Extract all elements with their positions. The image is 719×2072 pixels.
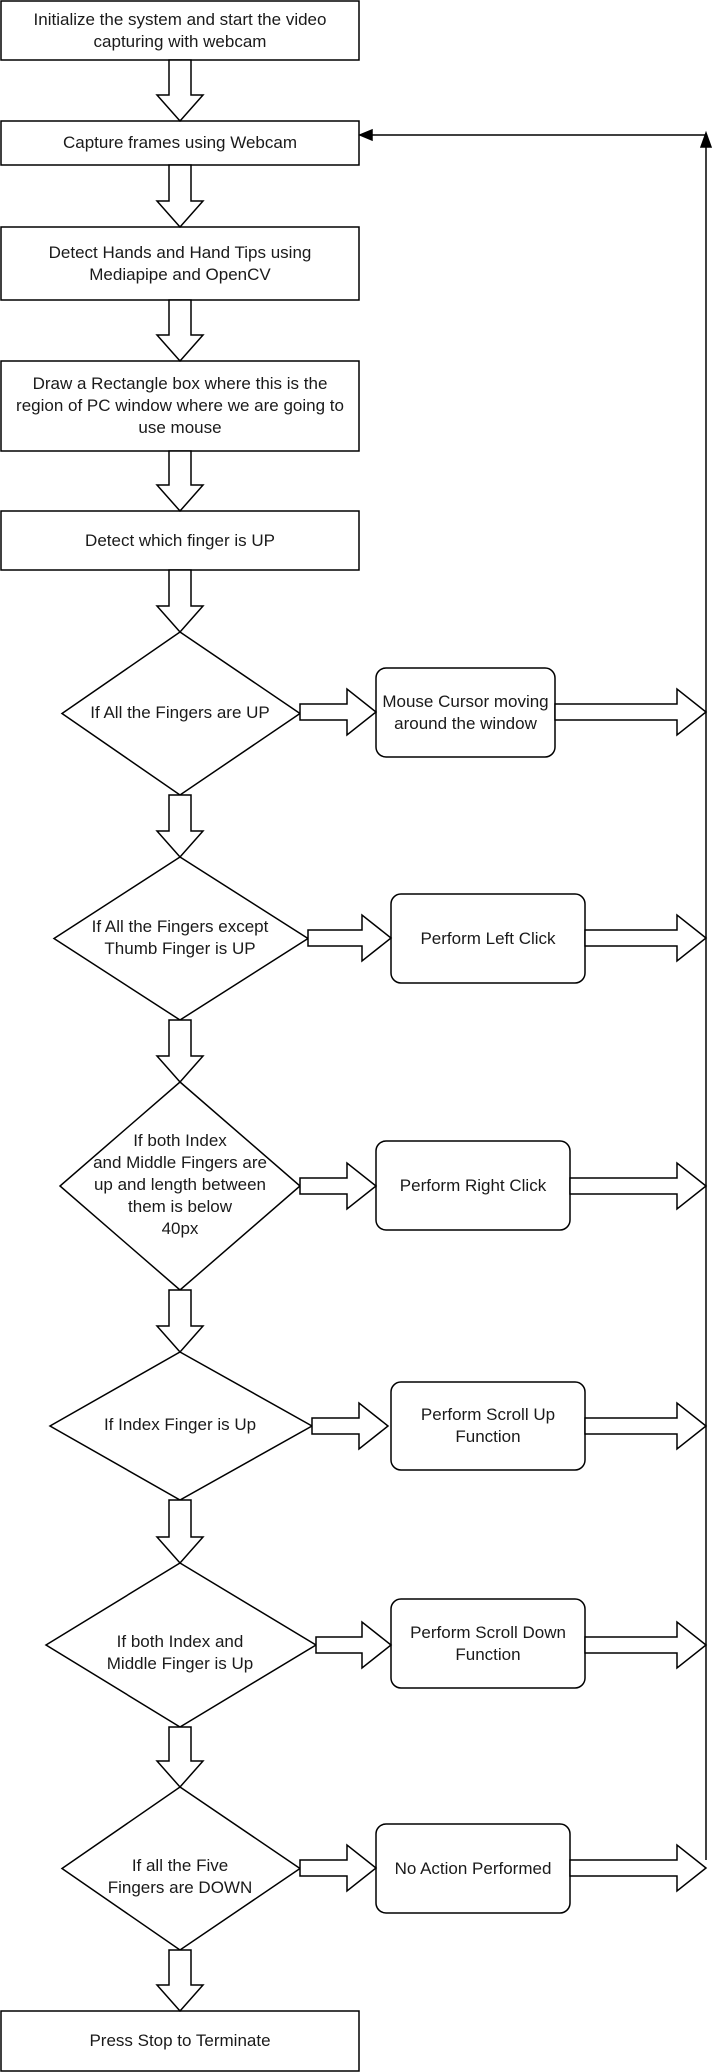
arrow-loop-scroll-down [584,1620,708,1670]
action-scroll-down: Perform Scroll Down Function [410,1622,566,1664]
arrow-loop-right-click [569,1161,708,1211]
decision-all-except-thumb: If All the Fingers except Thumb Finger i… [91,916,269,958]
decision-index-middle-up: If both Index and Middle Finger is Up [106,1632,254,1673]
action-move-cursor: Mouse Cursor moving around the window [382,691,549,733]
arrow-down-5 [155,569,205,634]
arrow-down-11 [155,1949,205,2013]
box-draw-rectangle [0,360,360,452]
arrow-down-6 [155,794,205,859]
step-draw-rectangle: Draw a Rectangle box where this is the r… [16,374,344,437]
loop-arrowhead-up [699,130,713,148]
action-scroll-up: Perform Scroll Up Function [420,1405,556,1446]
arrow-down-3 [155,299,205,363]
arrow-down-8 [155,1289,205,1354]
decision-all-fingers-down: If all the Five Fingers are DOWN [107,1856,253,1897]
arrow-down-2 [155,164,205,229]
arrow-right-all-up [299,687,378,737]
arrow-right-index-middle-up [315,1620,393,1670]
arrow-loop-no-action [569,1843,708,1893]
decision-index-middle-close: If both Index and Middle Fingers are up … [93,1131,267,1238]
arrow-loop-scroll-up [584,1401,708,1451]
arrow-down-1 [155,59,205,123]
action-no-action: No Action Performed [394,1858,552,1878]
decision-all-fingers-up: If All the Fingers are UP [90,702,270,722]
arrow-loop-move-cursor [554,687,708,737]
arrow-down-9 [155,1499,205,1565]
step-detect-finger-up: Detect which finger is UP [85,530,275,550]
arrow-right-except-thumb [307,913,393,963]
arrow-right-index-up [311,1401,390,1451]
step-initialize: Initialize the system and start the vide… [33,9,327,51]
arrow-right-all-down [299,1843,378,1893]
arrow-loop-left-click [584,913,708,963]
step-terminate: Press Stop to Terminate [89,2031,271,2050]
arrow-down-4 [155,450,205,513]
box-initialize [0,0,360,61]
arrow-right-index-middle-close [299,1161,378,1211]
step-capture-frames: Capture frames using Webcam [62,133,297,152]
arrow-down-7 [155,1019,205,1084]
action-right-click: Perform Right Click [399,1175,547,1195]
arrow-down-10 [155,1726,205,1789]
decision-index-finger-up: If Index Finger is Up [103,1415,257,1434]
loop-arrowhead-left [358,128,373,142]
box-capture-frames [0,120,360,166]
action-left-click: Perform Left Click [420,928,556,948]
step-detect-hands: Detect Hands and Hand Tips using Mediapi… [48,242,312,284]
box-terminate [0,2010,360,2072]
